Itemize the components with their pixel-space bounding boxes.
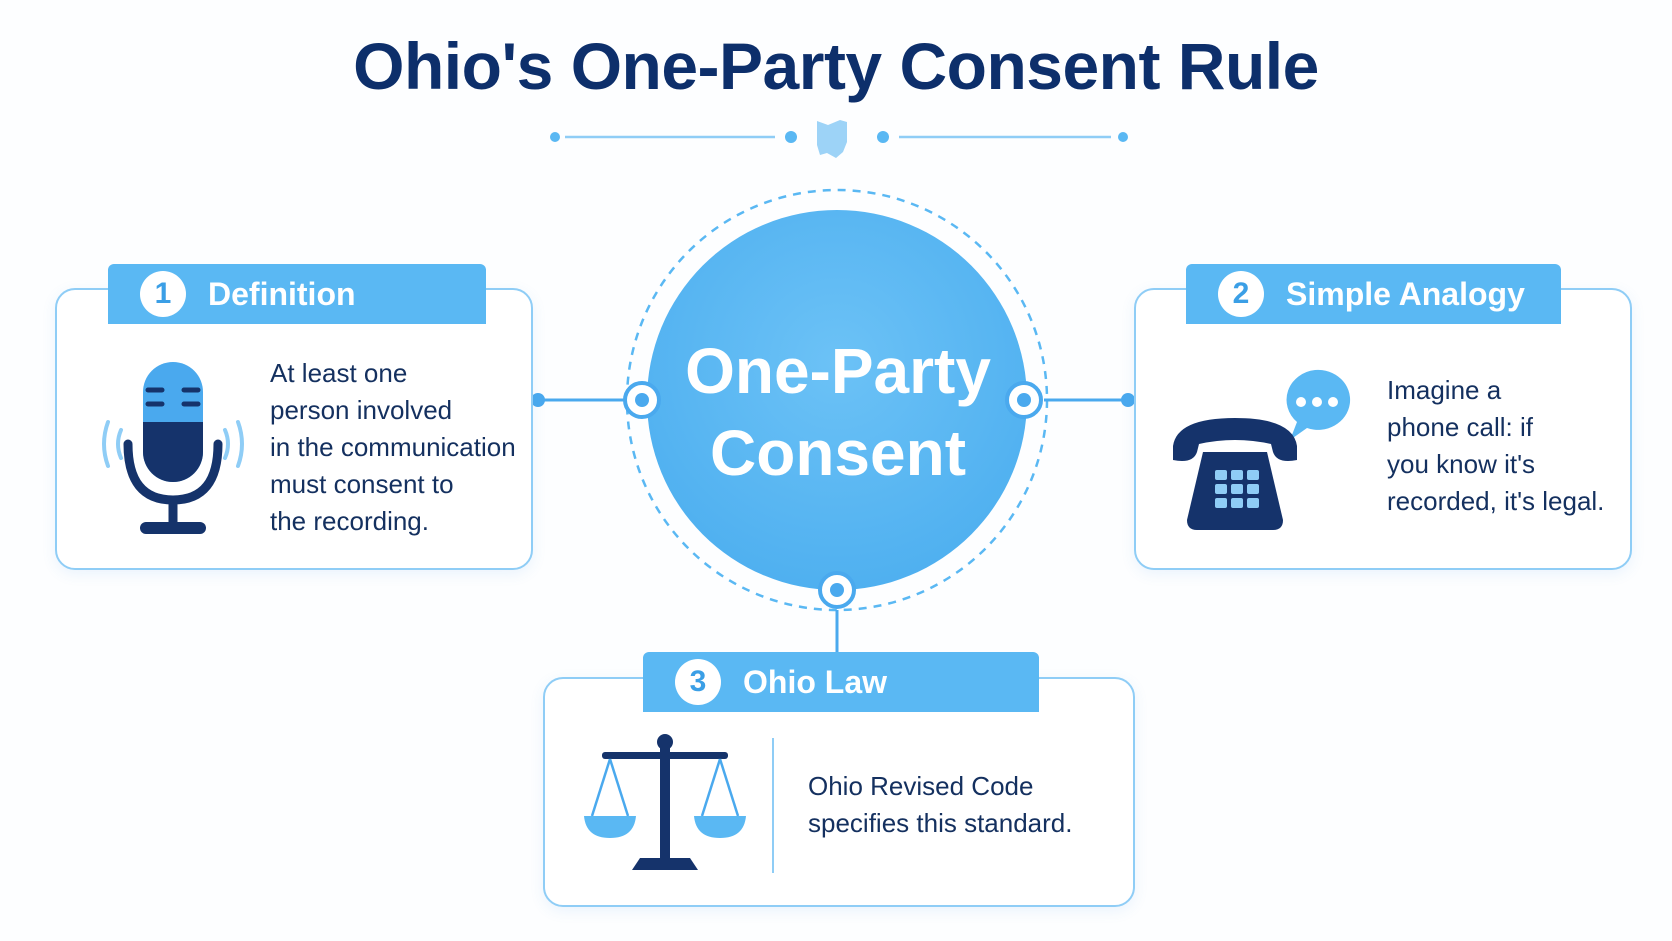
scales-of-justice-icon [584, 734, 746, 870]
definition-line: the recording. [270, 506, 429, 536]
analogy-line: phone call: if [1387, 412, 1533, 442]
page-title: Ohio's One-Party Consent Rule [353, 29, 1319, 103]
microphone-icon [102, 362, 244, 534]
definition-tab: 1 Definition [108, 264, 486, 324]
definition-card [55, 288, 533, 570]
center-label-line1: One-Party [685, 335, 991, 407]
step-number-3: 3 [675, 659, 721, 705]
analogy-line: Imagine a [1387, 375, 1502, 405]
step-number-2: 2 [1218, 271, 1264, 317]
step-number-1: 1 [140, 271, 186, 317]
ohio-law-divider [772, 738, 774, 873]
analogy-line: recorded, it's legal. [1387, 486, 1605, 516]
definition-heading: Definition [208, 275, 356, 312]
definition-line: must consent to [270, 469, 454, 499]
definition-line: in the communication [270, 432, 516, 462]
ohio-law-text: Ohio Revised Code specifies this standar… [808, 768, 1072, 842]
ohio-state-icon [817, 120, 847, 158]
center-label-line2: Consent [710, 417, 966, 489]
analogy-tab: 2 Simple Analogy [1186, 264, 1561, 324]
ohio-law-line: Ohio Revised Code [808, 771, 1034, 801]
definition-line: person involved [270, 395, 453, 425]
analogy-line: you know it's [1387, 449, 1536, 479]
center-label: One-Party Consent [628, 330, 1048, 494]
ohio-law-tab: 3 Ohio Law [643, 652, 1039, 712]
title-divider [550, 120, 1128, 158]
ohio-law-line: specifies this standard. [808, 808, 1073, 838]
analogy-heading: Simple Analogy [1286, 275, 1525, 312]
telephone-icon [1173, 369, 1351, 530]
center-circle [647, 210, 1027, 590]
definition-line: At least one [270, 358, 408, 388]
analogy-text: Imagine a phone call: if you know it's r… [1387, 372, 1604, 520]
definition-text: At least one person involved in the comm… [270, 355, 516, 540]
ohio-law-heading: Ohio Law [743, 663, 887, 700]
